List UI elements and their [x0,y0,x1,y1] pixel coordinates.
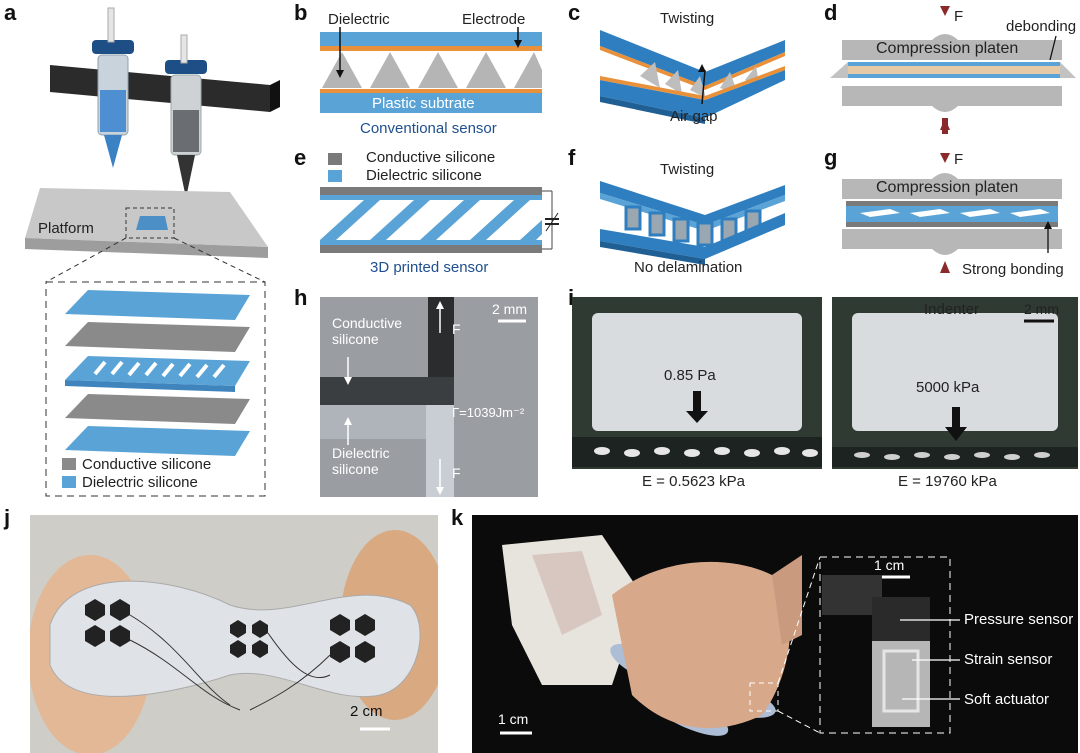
conventional-caption: Conventional sensor [360,120,497,137]
pressure-sensor-label: Pressure sensor [964,611,1074,628]
force-bottom-h: F [452,465,461,481]
panel-label-i: i [568,285,574,311]
conductive-label-h: Conductive silicone [332,315,403,347]
panel-h: h Conductive silicone Dielectric silicon… [290,285,560,500]
robotic-handshake-photo: 1 cm Pressure sensor Strain sensor Soft … [472,515,1078,753]
force-label-d: F [954,8,964,25]
scale-bar-label-h: 2 mm [492,301,527,317]
conventional-sensor-diagram [320,27,542,113]
platen-label-g: Compression platen [876,179,1019,196]
air-gap-label: Air gap [670,108,718,125]
twisting-label-f: Twisting [660,161,715,178]
printed-sensor-diagram [320,153,559,253]
panel-e: e Conductive silicone Dielectric silicon… [290,145,560,285]
strain-sensor-label: Strain sensor [964,651,1053,668]
compression-debonding-diagram [830,6,1076,134]
panel-k: k [445,505,1080,753]
panel-label-e: e [294,145,307,170]
soft-actuator-label: Soft actuator [964,691,1050,708]
twisting-printed-diagram [600,181,785,265]
legend-dielectric-a: Dielectric silicone [82,474,198,491]
toughness-label: Γ=1039Jm⁻² [452,405,525,420]
strong-bonding-label: Strong bonding [962,261,1064,278]
panel-label-g: g [824,145,838,170]
force-label-g: F [954,151,964,168]
substrate-label: Plastic subtrate [372,95,475,112]
panel-a: a [0,0,290,500]
panel-label-h: h [294,285,308,310]
panel-c: c Twisting Air gap [560,0,820,145]
platform-label: Platform [38,220,94,237]
panel-f: f Twisting No delamination [560,145,820,285]
right-pressure-label: 5000 kPa [916,379,980,396]
dielectric-label-h: Dielectric silicone [332,445,390,477]
scale-bar-label-j: 2 cm [350,703,383,720]
panel-label-j: j [4,505,11,530]
twisting-label-c: Twisting [660,10,715,27]
indenter-label: Indenter [924,301,980,318]
printer-illustration [25,7,280,497]
twisting-conventional-diagram [600,30,785,124]
panel-j: j 2 cm [0,505,445,753]
scale-bar-label-k: 1 cm [498,711,529,727]
legend-dielectric-e: Dielectric silicone [366,167,482,184]
legend-conductive-e: Conductive silicone [366,149,496,166]
left-modulus-label: E = 0.5623 kPa [642,473,745,490]
panel-label-d: d [824,0,838,25]
compression-bonding-diagram [842,153,1062,273]
electrode-label-b: Electrode [462,11,526,28]
peel-test-photo: Conductive silicone Dielectric silicone … [320,297,538,497]
scale-bar-label-i: 2 mm [1024,301,1059,317]
panel-label-a: a [4,0,17,25]
insole-sensor-photo: 2 cm [30,515,438,753]
dielectric-label-b: Dielectric [328,11,390,28]
platen-label-d: Compression platen [876,40,1019,57]
no-delamination-label: No delamination [634,259,743,276]
panel-label-f: f [568,145,576,170]
panel-label-b: b [294,0,308,25]
panel-d: d F debonding Compression platen [820,0,1080,145]
panel-label-c: c [568,0,581,25]
left-pressure-label: 0.85 Pa [664,367,716,384]
printed-caption: 3D printed sensor [370,259,489,276]
right-modulus-label: E = 19760 kPa [898,473,997,490]
legend-conductive-a: Conductive silicone [82,456,212,473]
inset-scale-label: 1 cm [874,557,905,573]
debonding-label: debonding [1006,18,1077,35]
force-top-h: F [452,321,461,337]
indentation-photo-left: 0.85 Pa E = 0.5623 kPa [572,297,822,495]
panel-label-k: k [451,505,464,530]
panel-i: i 0.85 Pa E = 0.5623 kPa [560,285,1080,500]
panel-b: b Dielectric Electrode Plastic subtrate … [290,0,560,145]
panel-g: g F Compression platen Strong bonding [820,145,1080,285]
indentation-photo-right: Indenter 2 mm 5000 kPa E = 19760 kPa [832,297,1078,495]
